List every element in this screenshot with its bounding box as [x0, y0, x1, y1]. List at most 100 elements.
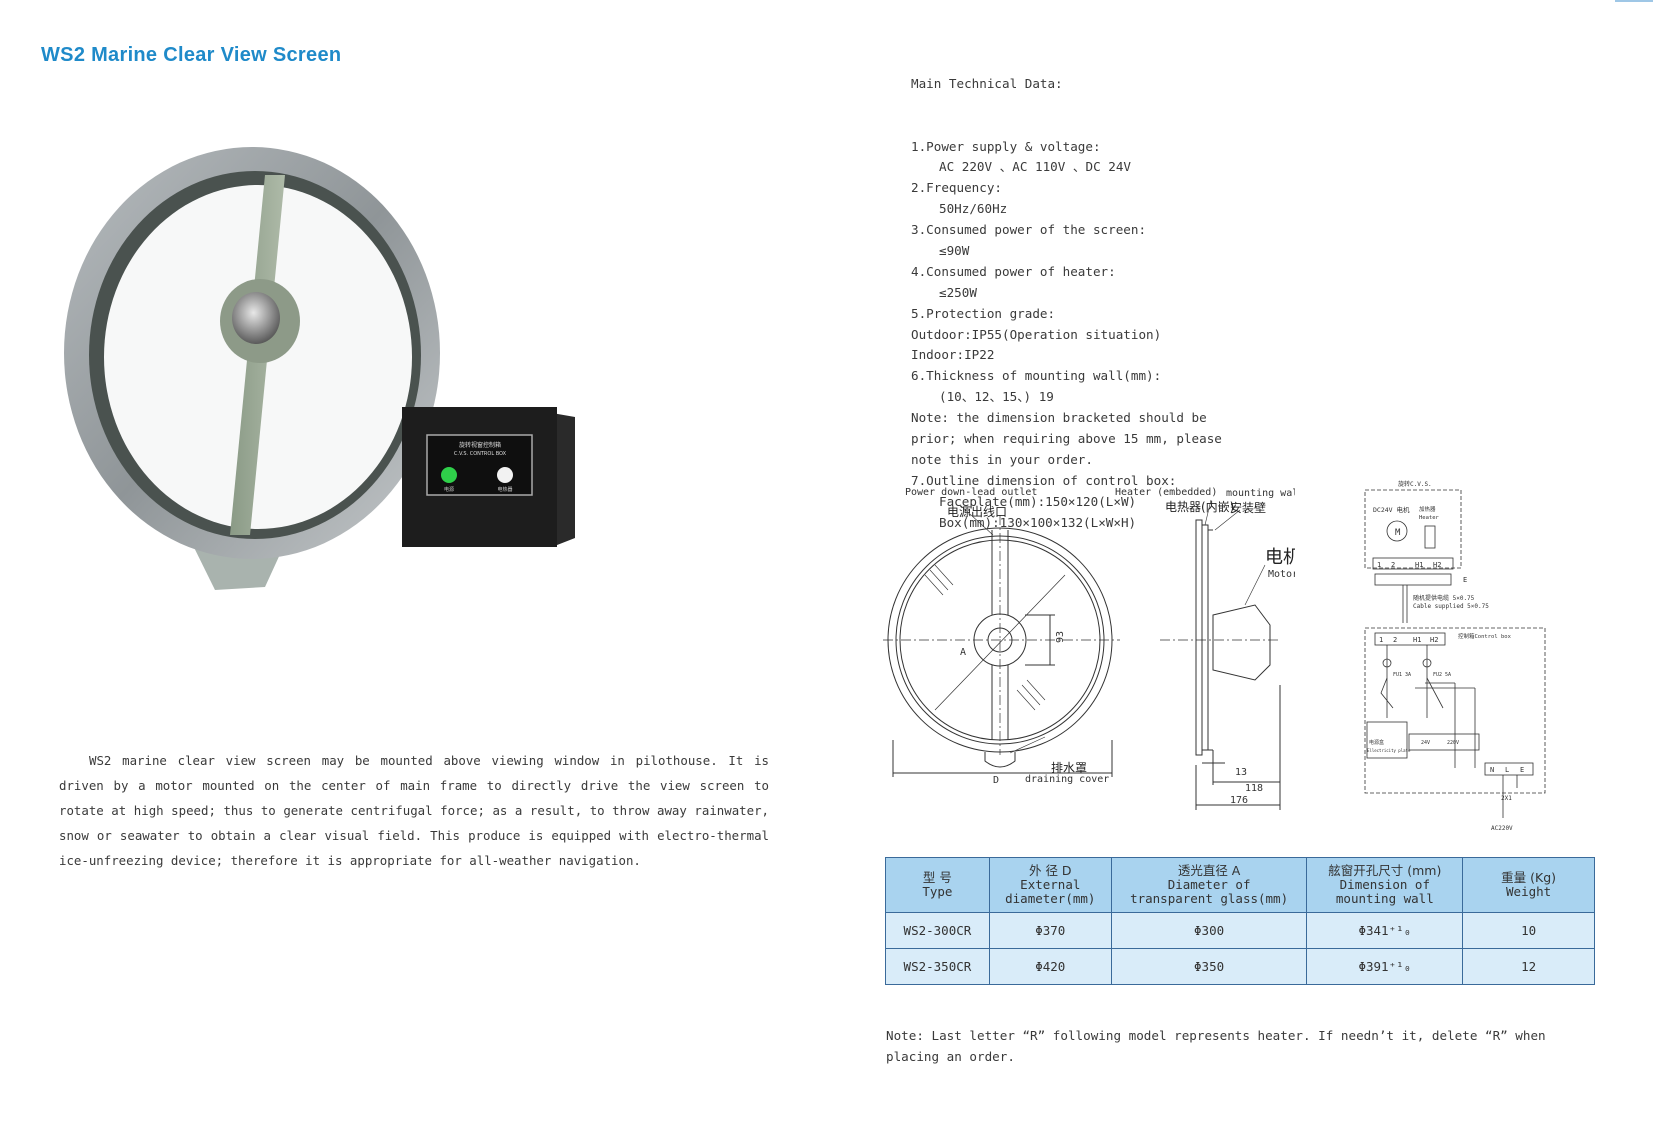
wiring-switch-label: 2X1	[1501, 795, 1512, 802]
spec-line: ≤250W	[939, 284, 977, 300]
wiring-dc24v-label: DC24V 电机	[1373, 505, 1410, 514]
wiring-terminals-top: 1 2 H1 H2	[1377, 561, 1441, 569]
product-photo: 旋转视窗控制箱 C.V.S. CONTROL BOX 电源 电热器	[64, 147, 575, 590]
description-text: WS2 marine clear view screen may be moun…	[59, 753, 769, 868]
header-en: External	[1020, 877, 1081, 892]
wiring-control-box-label: 控制箱Control box	[1458, 632, 1512, 640]
header-cn: 透光直径 A	[1177, 863, 1241, 878]
wiring-mains-label: AC220V	[1491, 825, 1513, 832]
label-drain-cn: 排水罩	[1051, 761, 1087, 775]
wiring-k1-label: 24V	[1421, 740, 1430, 746]
corner-accent-line	[1615, 0, 1653, 2]
terminal-bottom-n: N	[1490, 766, 1494, 774]
label-heater-en: Heater (embedded)	[1115, 487, 1217, 498]
table-cell: WS2-350CR	[885, 948, 990, 985]
technical-drawing: Power down-lead outlet 电源出线口 Heater (emb…	[883, 487, 1295, 810]
terminal-top-h1: H1	[1415, 561, 1423, 569]
wiring-earth-label: E	[1463, 576, 1467, 584]
header-cn: 外 径 D	[1028, 863, 1072, 878]
spec-line: Note: the dimension bracketed should be	[911, 410, 1207, 426]
spec-line: 2.Frequency:	[911, 180, 1002, 196]
power-button	[441, 467, 457, 483]
header-cn: 型 号	[922, 870, 952, 885]
spec-line: (10、12、15、) 19	[939, 389, 1054, 405]
spec-line: 5.Protection grade:	[911, 305, 1056, 321]
screen-hub	[232, 292, 280, 344]
table-cell: WS2-300CR	[885, 912, 990, 949]
terminal-mid-1: 1	[1379, 636, 1383, 644]
spec-line: AC 220V 、AC 110V 、DC 24V	[939, 159, 1131, 175]
dim-176: 176	[1230, 795, 1248, 806]
wiring-heater-en: Heater	[1419, 515, 1440, 521]
specs-lines: 1.Power supply & voltage: AC 220V 、AC 110…	[911, 137, 1222, 534]
wiring-supply-box-cn: 电源盒	[1369, 739, 1384, 746]
spec-line: 50Hz/60Hz	[939, 201, 1008, 217]
label-mounting-wall-cn: 安装壁	[1230, 500, 1266, 515]
terminal-top-h2: H2	[1433, 561, 1441, 569]
table-cell: Φ341⁺¹₀	[1306, 912, 1464, 949]
table-cell: Φ420	[988, 948, 1112, 985]
dim-a: A	[960, 647, 966, 658]
page-title: WS2 Marine Clear View Screen	[41, 44, 342, 66]
control-box: 旋转视窗控制箱 C.V.S. CONTROL BOX 电源 电热器	[402, 407, 575, 547]
spec-line: Box(mm):130×100×132(L×W×H)	[939, 514, 1137, 530]
dim-118: 118	[1245, 783, 1263, 794]
table-cell: 10	[1462, 912, 1595, 949]
heater-button-label: 电热器	[497, 486, 512, 493]
header-en: Dimension of	[1339, 877, 1430, 892]
terminal-top-1: 1	[1377, 561, 1381, 569]
spec-line: note this in your order.	[911, 451, 1093, 467]
header-en: diameter(mm)	[1005, 891, 1096, 906]
label-motor-cn: 电机	[1265, 547, 1295, 568]
spec-line: Indoor:IP22	[911, 347, 995, 363]
table-cell: Φ350	[1110, 948, 1308, 985]
wiring-motor-symbol: M	[1395, 528, 1401, 538]
terminal-mid-2: 2	[1393, 636, 1397, 644]
table-cell: Φ370	[988, 912, 1112, 949]
spec-line: 4.Consumed power of heater:	[911, 263, 1116, 279]
table-cell: 12	[1462, 948, 1595, 985]
control-box-title-cn: 旋转视窗控制箱	[459, 441, 501, 449]
wiring-fuse-right: FU2 5A	[1433, 672, 1451, 678]
terminal-mid-h2: H2	[1430, 636, 1438, 644]
header-en: mounting wall	[1335, 891, 1434, 906]
wiring-cable-cn: 随机提供电缆 5×0.75	[1413, 594, 1475, 602]
label-heater-cn: 电热器(内嵌)	[1165, 500, 1234, 514]
wiring-cvs-label: 旋转C.V.S.	[1398, 480, 1432, 488]
terminal-top-2: 2	[1391, 561, 1395, 569]
dim-93: 93	[1055, 631, 1066, 643]
wiring-fuse-left: FU1 3A	[1393, 672, 1411, 678]
header-en: Type	[922, 884, 953, 899]
label-power-outlet-cn: 电源出线口	[947, 505, 1007, 519]
spec-line: Faceplate(mm):150×120(L×W)	[939, 493, 1137, 509]
technical-data: Main Technical Data: 1.Power supply & vo…	[911, 32, 1222, 554]
dim-d: D	[993, 775, 999, 786]
terminal-bottom-e: E	[1520, 766, 1524, 774]
table-cell: Φ300	[1110, 912, 1308, 949]
spec-line: Outdoor:IP55(Operation situation)	[911, 326, 1162, 342]
wiring-supply-box-en: Ellectricity plate	[1367, 748, 1411, 753]
table-header-cell: 重量 (Kg)Weight	[1462, 857, 1595, 913]
spec-line: 3.Consumed power of the screen:	[911, 222, 1147, 238]
spec-line: ≤90W	[939, 242, 970, 258]
header-cn: 舷窗开孔尺寸 (mm)	[1328, 863, 1442, 878]
spec-line: 1.Power supply & voltage:	[911, 138, 1101, 154]
header-en: Diameter of	[1167, 877, 1251, 892]
wiring-terminals-bottom: N L E	[1490, 766, 1524, 774]
header-cn: 重量 (Kg)	[1501, 870, 1557, 885]
dim-13: 13	[1235, 767, 1247, 778]
label-drain-en: draining cover	[1025, 774, 1109, 785]
specs-heading: Main Technical Data:	[911, 75, 1063, 91]
wiring-heater-cn: 加热器	[1419, 505, 1436, 513]
spec-line: 7.Outline dimension of control box:	[911, 472, 1177, 488]
spec-line: 6.Thickness of mounting wall(mm):	[911, 368, 1162, 384]
heater-button	[497, 467, 513, 483]
power-button-label: 电源	[444, 486, 454, 493]
